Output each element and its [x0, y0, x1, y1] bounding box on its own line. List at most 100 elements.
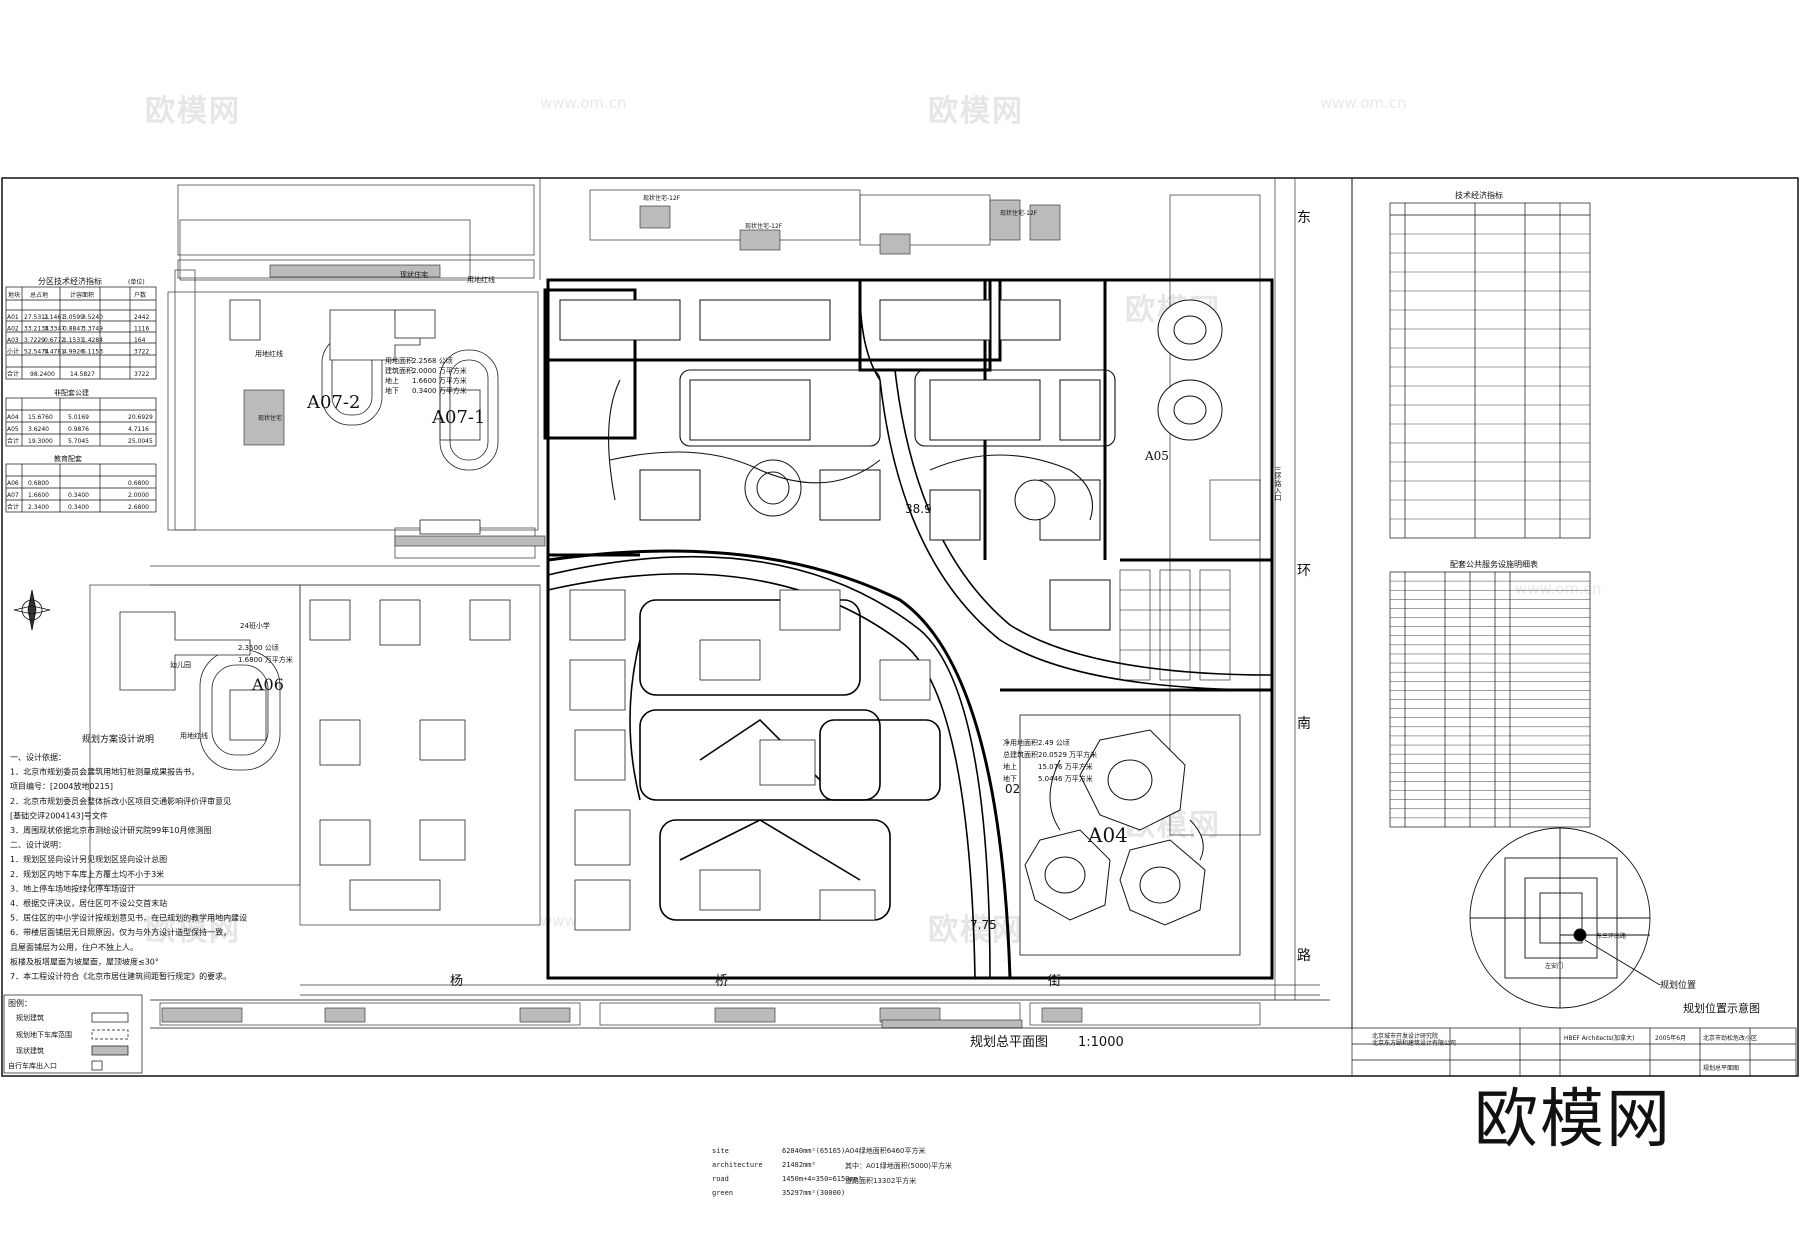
note-line: 2．北京市规划委员会整体拆改小区项目交通影响评价评审意见 [10, 796, 231, 806]
table1-header: 总占地 [30, 291, 48, 299]
table1-header: 户数 [134, 291, 146, 299]
stat-key: road [712, 1175, 729, 1183]
entrance-label: 三环路入口 [1274, 466, 1282, 501]
table1-cell: 14.5827 [70, 371, 95, 378]
table2-cell: 4.7116 [128, 426, 149, 433]
note-line: 7．本工程设计符合《北京市居住建筑间距暂行规定》的要求。 [10, 971, 231, 981]
table1-grid [5, 286, 157, 380]
south-band [150, 999, 1352, 1029]
watermark: 欧模网 [145, 913, 241, 948]
school-label: 24班小学 [240, 621, 270, 630]
parking [1119, 479, 1261, 681]
note-line: 3．周围现状依据北京市测绘设计研究院99年10月修测图 [10, 825, 211, 835]
project-name: 北京市劲松危改小区 [1703, 1034, 1757, 1042]
drawing-date: 2005年6月 [1655, 1034, 1686, 1042]
location-map [1469, 827, 1661, 1009]
legend-item: 自行车库出入口 [8, 1061, 57, 1070]
a07-stat-value: 1.6600 万平方米 [412, 376, 467, 385]
designer2: 北京东方颐和建筑设计有限公司 [1372, 1039, 1456, 1047]
drawing-name: 规划总平面图 [1703, 1064, 1739, 1072]
table3-cell: 0.6800 [128, 480, 149, 487]
table1-cell: 3.3347 [44, 326, 65, 333]
table2-cell: 15.6760 [28, 414, 53, 421]
table2-cell: 3.6240 [28, 426, 49, 433]
note-line: 一、设计依据： [10, 752, 66, 762]
north-paths [608, 369, 1116, 521]
a04-stat-value: 2.49 公顷 [1038, 739, 1070, 747]
stat-value: 21482mm² [782, 1161, 816, 1169]
a07-stat-label: 地下 [385, 386, 399, 395]
note-line: 1．规划区竖向设计另见规划区竖向设计总图 [10, 854, 167, 864]
table2-cell: 25.0045 [128, 438, 153, 445]
a07-stat-value: 2.2568 公顷 [412, 357, 453, 365]
road-label: 路 [1297, 948, 1311, 964]
location-road: 东三环南路 [1596, 932, 1626, 940]
table3-title: 教育配套 [54, 454, 82, 463]
note-line: 项目编号：[2004放地0215] [10, 781, 113, 791]
table2-cell: 20.6929 [128, 414, 153, 421]
stat-value: 62840mm²(65165) [782, 1147, 846, 1155]
south-buildings [569, 589, 931, 931]
elevation-label: 38.9 [905, 502, 932, 516]
title-block [1351, 1027, 1797, 1077]
table3-grid [5, 463, 157, 513]
curved-road [547, 289, 1273, 979]
designer: 北京城市开发设计研究院 [1372, 1032, 1438, 1040]
table2-cell: 5.0169 [68, 414, 89, 421]
location-place: 左安门 [1545, 962, 1563, 970]
table1-cell: 2.1461 [44, 314, 65, 321]
a07-stat-value: 2.0000 万平方米 [412, 366, 467, 375]
note-line: 1．北京市规划委员会建筑用地钉桩测量成果报告书， [10, 767, 199, 777]
table2-cell: 0.9876 [68, 426, 89, 433]
a05-towers [1157, 299, 1223, 441]
stat-key: green [712, 1189, 734, 1197]
table1-cell: A02 [7, 326, 19, 333]
table1-title: 分区技术经济指标 [38, 276, 102, 286]
redline-label: 用地红线 [180, 731, 208, 740]
zone-label-a07-2: A07-2 [306, 392, 360, 413]
table1-header: 地块 [8, 291, 20, 299]
legend-item: 规划建筑 [16, 1013, 44, 1022]
redline-label: 用地红线 [255, 349, 283, 358]
a07-stat-label: 地上 [385, 376, 399, 385]
note-line: 2．规划区内地下车库上方覆土均不小于3米 [10, 869, 164, 879]
location-map-title: 规划位置示意图 [1683, 1001, 1760, 1015]
watermark: 欧模网 [145, 94, 241, 129]
table1-cell: 合计 [7, 370, 19, 378]
table1-cell: 3.7229 [24, 337, 45, 344]
a04-stat-label: 净用地面积 [1003, 738, 1038, 747]
note-line: 6．带楼层面铺层无日照原因，仅为与外方设计造型保持一致， [10, 927, 231, 937]
table1-cell: 1.1531 [63, 337, 84, 344]
table3-cell: 0.3400 [68, 504, 89, 511]
table1-cell: 98.2400 [30, 371, 55, 378]
existing-label: 现状住宅-12F [1000, 209, 1038, 217]
bottom-notes: A04绿地面积6460平方米 其中：A01绿地面积(5000)平方米 道路面积1… [845, 1144, 952, 1189]
table3-cell: A07 [7, 492, 19, 499]
road-label: 南 [1297, 716, 1311, 732]
table1-cell: 0.8847 [63, 326, 84, 333]
north-buildings [559, 299, 1111, 631]
table3-cell: A06 [7, 480, 19, 487]
tech-table-title: 技术经济指标 [1455, 190, 1503, 200]
table2-title: 非配套公建 [54, 388, 89, 397]
existing-label: 现状住宅-12F [643, 194, 681, 202]
table2-cell: A05 [7, 426, 19, 433]
plan-scale: 1:1000 [1078, 1035, 1124, 1050]
redline-label: 用地红线 [467, 275, 495, 284]
zone-label-a05: A05 [1144, 449, 1169, 463]
note-line: 3．地上停车场地按绿化停车场设计 [10, 883, 135, 893]
zone-label-a06: A06 [251, 675, 284, 694]
table1-cell: 3.3749 [82, 326, 103, 333]
facility-table-rows [1390, 580, 1590, 819]
bottom-note: A04绿地面积6460平方米 [845, 1147, 926, 1155]
note-line: [基础交评2004143]号文件 [10, 810, 108, 820]
table1-cell: 52.5474 [24, 349, 49, 356]
north-arrow [13, 589, 51, 631]
table3-cell: 合计 [7, 503, 19, 511]
existing-label: 现状住宅 [400, 270, 428, 279]
